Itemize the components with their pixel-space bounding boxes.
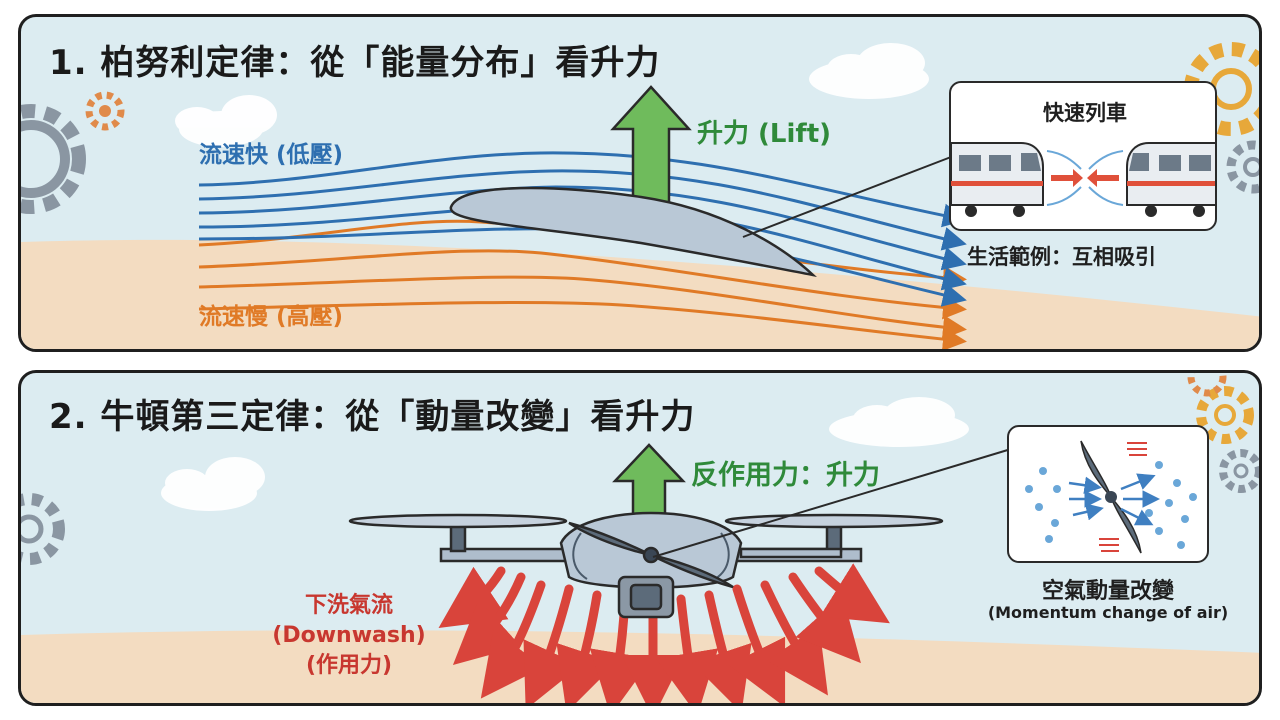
- slow-flow-label: 流速慢 (高壓): [199, 304, 344, 330]
- inset-title: 快速列車: [1043, 101, 1127, 125]
- propeller-inset: [1007, 425, 1209, 563]
- cloud-icon: [161, 457, 265, 511]
- panel-title: 2. 牛頓第三定律：從「動量改變」看升力: [49, 397, 696, 437]
- drone-icon: [348, 511, 944, 619]
- panel-newton: 2. 牛頓第三定律：從「動量改變」看升力 反作用力：升力 下洗氣流 (Downw…: [18, 370, 1262, 706]
- inset-caption-en: (Momentum change of air): [987, 603, 1229, 622]
- lift-arrow: [610, 85, 692, 211]
- pointer-line: [652, 448, 1012, 558]
- downwash-line-3: (作用力): [305, 653, 393, 678]
- train-inset: 快速列車: [949, 81, 1217, 231]
- airfoil-wing: [449, 186, 817, 278]
- gear-icon: [1187, 373, 1227, 397]
- newton-scene: [21, 373, 1259, 703]
- downwash-label: 下洗氣流 (Downwash) (作用力): [259, 591, 439, 681]
- gear-icon: [21, 104, 86, 214]
- gear-icon: [1196, 386, 1254, 444]
- fast-flow-label: 流速快 (低壓): [199, 142, 344, 168]
- downwash-line-2: (Downwash): [272, 623, 426, 648]
- pointer-line: [742, 156, 952, 238]
- ground: [21, 630, 1259, 703]
- cloud-icon: [829, 397, 969, 447]
- gear-icon: [1226, 140, 1259, 194]
- lift-label: 升力 (Lift): [697, 119, 832, 149]
- inset-caption-zh: 空氣動量改變: [1041, 579, 1174, 604]
- panel-bernoulli: 1. 柏努利定律：從「能量分布」看升力 流速快 (低壓) 流速慢 (高壓) 升力…: [18, 14, 1262, 352]
- bernoulli-scene: [21, 42, 1259, 349]
- reaction-label: 反作用力：升力: [691, 460, 880, 491]
- propeller-icon: [1025, 440, 1197, 554]
- gear-icon: [1219, 449, 1259, 493]
- cloud-icon: [809, 43, 929, 99]
- panel-title: 1. 柏努利定律：從「能量分布」看升力: [49, 43, 661, 83]
- train-icon: [951, 142, 1215, 217]
- cloud-icon: [175, 95, 277, 147]
- downwash-line-1: 下洗氣流: [304, 593, 393, 618]
- gear-icon: [85, 91, 125, 131]
- gear-icon: [21, 493, 65, 565]
- inset-caption: 生活範例：互相吸引: [967, 245, 1156, 269]
